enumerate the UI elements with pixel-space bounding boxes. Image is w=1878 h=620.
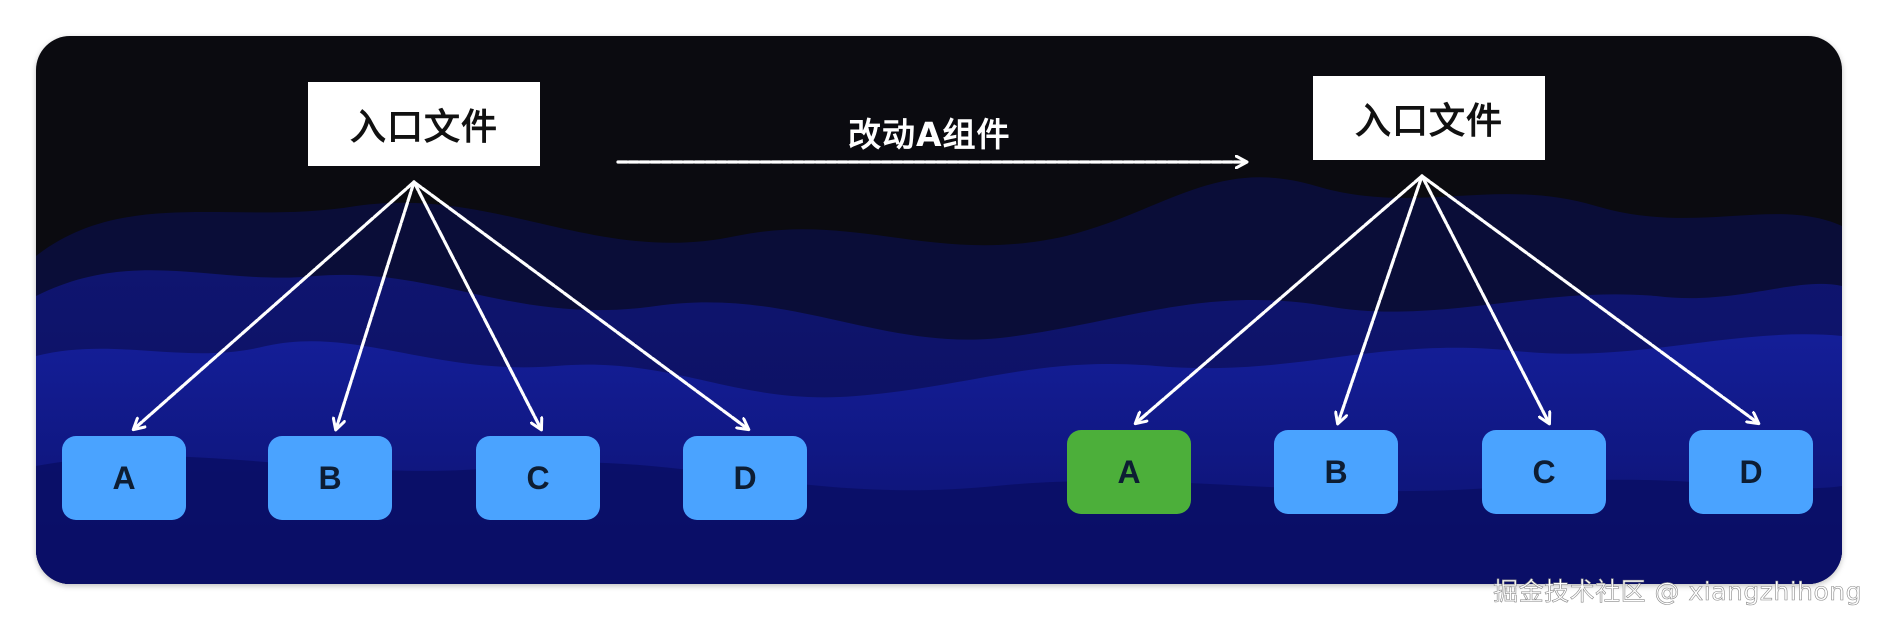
left-node-d: D [683,436,807,520]
left-node-d-label: D [733,459,757,496]
left-node-b: B [268,436,392,520]
right-node-a-label: A [1117,453,1141,490]
right-entry-file-box: 入口文件 [1313,76,1545,160]
right-node-b: B [1274,430,1398,514]
watermark: 掘金技术社区 @ xiangzhihong [1493,577,1862,607]
left-node-c: C [476,436,600,520]
left-node-a-label: A [112,459,136,496]
diagram-canvas: 入口文件 入口文件 改动A组件 A B C D A B C D [36,36,1842,584]
right-node-d: D [1689,430,1813,514]
right-node-a: A [1067,430,1191,514]
left-node-a: A [62,436,186,520]
right-node-c: C [1482,430,1606,514]
right-entry-file-label: 入口文件 [1354,101,1503,142]
left-node-b-label: B [318,459,342,496]
transition-label: 改动A组件 [848,115,1011,154]
right-node-c-label: C [1532,453,1556,490]
left-entry-file-box: 入口文件 [308,82,540,166]
left-node-c-label: C [526,459,550,496]
right-node-d-label: D [1739,453,1763,490]
right-node-b-label: B [1324,453,1348,490]
left-entry-file-label: 入口文件 [349,107,498,148]
